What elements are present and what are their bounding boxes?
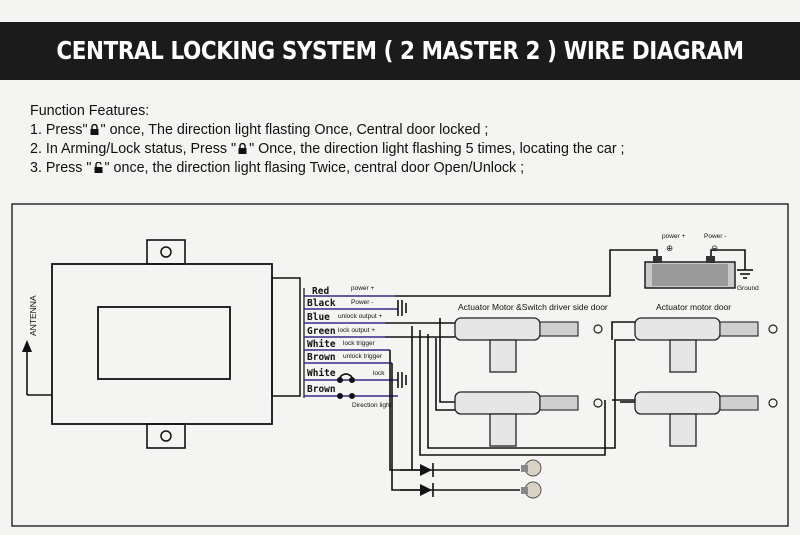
signal-label-white: lock trigger — [343, 340, 376, 347]
battery-minus-label: Power - — [704, 233, 726, 240]
wire-leads — [304, 295, 398, 397]
diode-lamp-2 — [400, 481, 542, 499]
lock-icon — [90, 124, 99, 135]
actuator-door-bottom — [634, 391, 778, 447]
control-module — [51, 239, 301, 449]
actuator-driver-label: Actuator Motor &Switch driver side door — [458, 302, 608, 312]
signal-label-red: power + — [351, 285, 375, 292]
feature-text: " once, The direction light flasting Onc… — [100, 122, 489, 138]
actuator-driver-bottom — [454, 391, 603, 447]
wire-color-white-2: White — [307, 368, 336, 379]
chassis-ground: Ground — [737, 262, 759, 292]
feature-item-3: 3. Press " " once, the direction light fl… — [30, 159, 790, 178]
wire-color-red: Red — [312, 286, 329, 297]
wire-color-white: White — [307, 339, 336, 350]
wire-color-brown-2: Brown — [307, 384, 336, 395]
feature-text: 2. In Arming/Lock status, Press " — [30, 141, 237, 157]
signal-label-black: Power - — [351, 299, 373, 306]
switch-contacts — [337, 373, 355, 399]
minus-terminal-icon: ⊖ — [711, 243, 718, 253]
wire-color-black: Black — [307, 298, 336, 309]
page-title: CENTRAL LOCKING SYSTEM ( 2 MASTER 2 ) WI… — [56, 36, 744, 65]
wire-color-green: Green — [307, 326, 336, 337]
plus-terminal-icon: ⊕ — [666, 243, 673, 253]
title-banner: CENTRAL LOCKING SYSTEM ( 2 MASTER 2 ) WI… — [0, 22, 800, 80]
feature-item-1: 1. Press" " once, The direction light fla… — [30, 121, 790, 140]
actuator-door-top — [634, 317, 778, 373]
actuator-driver-top — [454, 317, 603, 373]
unlock-icon — [94, 162, 102, 173]
signal-label-blue: unlock output + — [338, 313, 382, 320]
diagram-frame — [11, 203, 789, 527]
antenna-label: ANTENNA — [28, 295, 38, 336]
ground-label: Ground — [737, 285, 759, 292]
battery-plus-label: power + — [662, 233, 686, 240]
feature-text: " once, the direction light flasing Twic… — [104, 160, 525, 176]
battery: power + Power - ⊕ ⊖ — [644, 233, 736, 289]
signal-label-white-2: lock — [373, 370, 385, 377]
function-features: Function Features: 1. Press" " once, The … — [30, 102, 790, 178]
feature-text: 1. Press" — [30, 122, 88, 138]
signal-label-green: lock output + — [338, 327, 375, 334]
lock-icon — [238, 143, 247, 154]
signal-label-brown: unlock trigger — [343, 353, 383, 360]
signal-label-brown-2: Direction light — [352, 402, 392, 409]
wire-color-blue: Blue — [307, 312, 330, 323]
feature-item-2: 2. In Arming/Lock status, Press " " Once,… — [30, 140, 790, 159]
actuator-door-label: Actuator motor door — [656, 302, 731, 312]
ground-symbol — [397, 300, 407, 388]
diode-lamp-1 — [400, 459, 542, 477]
feature-text: 3. Press " — [30, 160, 92, 176]
features-heading: Function Features: — [30, 103, 150, 119]
feature-text: " Once, the direction light flashing 5 t… — [249, 141, 625, 157]
antenna: ANTENNA — [22, 295, 52, 396]
wire-color-brown: Brown — [307, 352, 336, 363]
